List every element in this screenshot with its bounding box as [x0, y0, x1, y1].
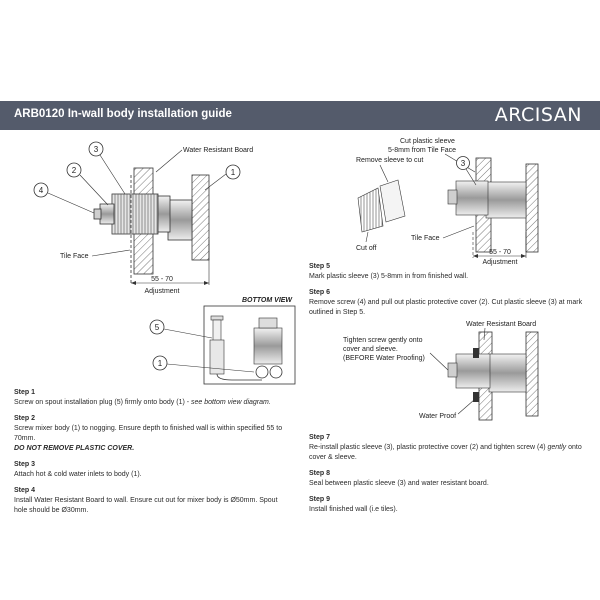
diagram-1: 55 - 70 Adjustment Water Resistant Board…	[33, 141, 253, 295]
step-8: Step 8 Seal between plastic sleeve (3) a…	[309, 470, 489, 487]
dimension-1: 55 - 70	[151, 276, 173, 283]
header-bar: ARB0120 In-wall body installation guide …	[0, 101, 600, 130]
callout-5: 5	[155, 323, 160, 332]
callout-3: 3	[94, 145, 99, 154]
protective-cover	[99, 203, 115, 225]
adjustment-1: Adjustment	[144, 288, 179, 295]
step-5: Step 5 Mark plastic sleeve (3) 5-8mm in …	[309, 263, 469, 280]
step-7: Step 7 Re-install plastic sleeve (3), pl…	[309, 434, 582, 461]
cut-sleeve-label-1: Cut plastic sleeve	[400, 138, 455, 145]
step-6: Step 6 Remove screw (4) and pull out pla…	[309, 289, 583, 316]
sleeve-cutoff	[357, 187, 384, 233]
callout-4: 4	[39, 186, 44, 195]
diagram-4: Water Resistant Board Tighten screw gent…	[343, 321, 539, 421]
step-3: Step 3 Attach hot & cold water inlets to…	[14, 461, 142, 478]
callout-1: 1	[231, 168, 236, 177]
mixer-body	[167, 199, 193, 241]
callout-3b: 3	[461, 159, 466, 168]
diagram-3: Cut plastic sleeve 5-8mm from Tile Face …	[356, 138, 539, 266]
cut-sleeve-label-2: 5-8mm from Tile Face	[388, 147, 456, 154]
diagram-2: BOTTOM VIEW 5 1	[149, 297, 296, 385]
sleeve	[379, 179, 406, 223]
cut-off-label: Cut off	[356, 245, 377, 252]
remove-sleeve-label: Remove sleeve to cut	[356, 157, 423, 164]
steps-left: Step 1 Screw on spout installation plug …	[14, 388, 284, 522]
step-2: Step 2 Screw mixer body (1) to nogging. …	[14, 415, 283, 452]
page-title: ARB0120 In-wall body installation guide	[14, 108, 232, 120]
body-4	[488, 353, 527, 393]
water-resistant-board-label-4: Water Resistant Board	[466, 321, 536, 328]
adjustment-3: Adjustment	[482, 259, 517, 266]
tighten-label-1: Tighten screw gently onto	[343, 337, 423, 344]
tighten-label-3: (BEFORE Water Proofing)	[343, 355, 425, 362]
tile-face-label-3: Tile Face	[411, 235, 440, 242]
callout-2: 2	[72, 166, 77, 175]
callout-1b: 1	[158, 359, 163, 368]
body-3	[485, 181, 527, 219]
dimension-3: 55 - 70	[489, 249, 511, 256]
tile-face-label: Tile Face	[60, 253, 89, 260]
wall-4	[525, 331, 539, 417]
steps-right-top: Step 5 Mark plastic sleeve (3) 5-8mm in …	[309, 262, 587, 324]
step-9: Step 9 Install finished wall (i.e tiles)…	[309, 496, 398, 513]
body-bottom	[253, 327, 283, 365]
tighten-label-2: cover and sleeve.	[343, 346, 398, 353]
brand-logo: ARCISAN	[494, 104, 582, 126]
wall-3	[525, 163, 539, 253]
bottom-view-title: BOTTOM VIEW	[242, 297, 293, 304]
warning-text: DO NOT REMOVE PLASTIC COVER.	[14, 445, 135, 452]
step-4: Step 4 Install Water Resistant Board to …	[14, 487, 278, 514]
nogging-wall	[191, 174, 210, 261]
water-proof-label: Water Proof	[419, 413, 456, 420]
steps-right-bottom: Step 7 Re-install plastic sleeve (3), pl…	[309, 433, 587, 521]
step-1: Step 1 Screw on spout installation plug …	[14, 389, 271, 406]
water-resistant-board-label: Water Resistant Board	[183, 147, 253, 154]
screw	[93, 208, 102, 220]
